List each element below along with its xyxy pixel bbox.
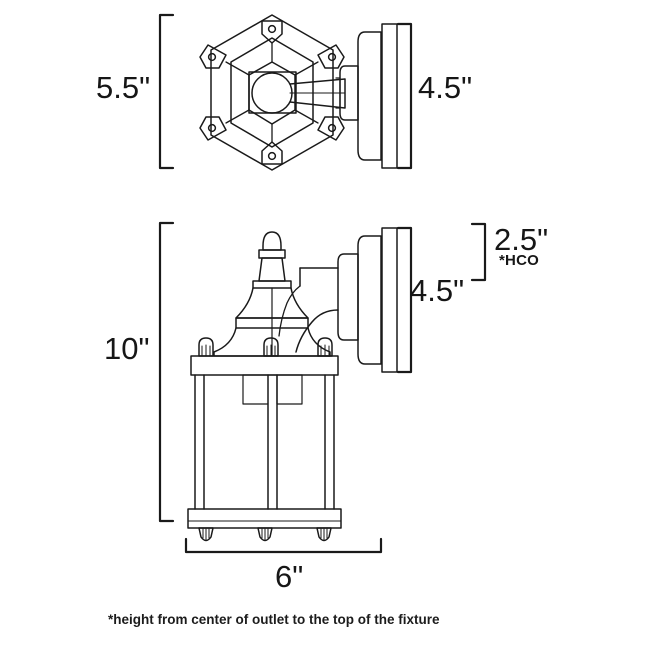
- dimension-bracket-4-5-top: [396, 22, 413, 170]
- top-view-wall-plate: [335, 23, 398, 169]
- top-view-mount-arm: [289, 78, 346, 109]
- side-view-bottom-rail: [187, 508, 342, 529]
- dimension-label-4-5-inches-top: 4.5": [418, 70, 473, 105]
- dimension-bracket-4-5-side: [396, 226, 413, 374]
- dimension-bracket-2-5-hco: [470, 222, 487, 282]
- footnote-text: *height from center of outlet to the top…: [108, 612, 440, 627]
- dimension-bracket-5-5: [158, 13, 175, 170]
- side-view-finial: [252, 231, 292, 289]
- dimension-label-4-5-inches-side: 4.5": [410, 273, 465, 308]
- dimension-bracket-6: [184, 537, 383, 554]
- dimension-label-2-5-inches: 2.5": [494, 222, 549, 257]
- top-view-spokes: [225, 42, 319, 143]
- dimension-bracket-10: [158, 221, 175, 523]
- dimension-label-10-inches: 10": [104, 331, 150, 366]
- dimension-label-5-5-inches: 5.5": [96, 70, 151, 105]
- top-view-bolt-tabs: [199, 20, 345, 165]
- side-view-cap-bolts: [198, 337, 333, 357]
- side-view-mount-arm: [278, 267, 339, 353]
- side-view-feet: [198, 527, 332, 542]
- dimension-label-hco-note: *HCO: [499, 252, 539, 269]
- side-view-top-rail: [190, 355, 339, 376]
- top-view-center-circle: [251, 72, 293, 114]
- side-view-wall-plate: [337, 227, 398, 373]
- side-view-cage-frame: [194, 374, 335, 510]
- side-view-socket: [242, 374, 303, 405]
- dimension-label-6-inches: 6": [275, 559, 304, 594]
